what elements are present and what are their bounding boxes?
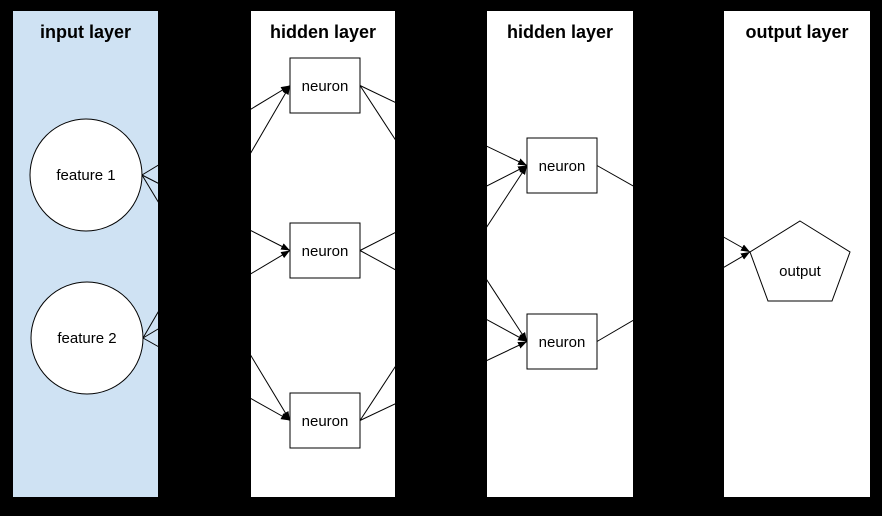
- hidden1-neuron-1: [289, 57, 361, 114]
- hidden1-neuron-1-label: neuron: [302, 78, 349, 95]
- nodes: feature 1 feature 2 neuron neuron neuron…: [29, 57, 851, 449]
- output-layer-title: output layer: [745, 22, 848, 42]
- edges: [141, 85, 751, 421]
- hidden-layer-2-panel: [487, 11, 633, 497]
- edge-feature1-h1n3: [141, 174, 291, 421]
- output-node-pentagon: [749, 220, 851, 302]
- hidden2-neuron-2-label: neuron: [539, 334, 586, 351]
- input-node-feature-2: [30, 281, 144, 395]
- edge-feature2-h1n3: [142, 337, 291, 421]
- edge-h1n2-h2n1: [359, 165, 528, 251]
- edge-h2n1-output: [596, 165, 751, 253]
- edge-h1n1-h2n1: [359, 85, 528, 166]
- edge-h2n2-output: [596, 251, 751, 342]
- hidden1-neuron-2: [289, 222, 361, 279]
- edge-feature1-h1n1: [141, 85, 291, 176]
- input-layer-panel: [13, 11, 158, 497]
- input-node-feature-1-label: feature 1: [56, 167, 115, 184]
- hidden1-neuron-3: [289, 392, 361, 449]
- hidden-layer-2-title: hidden layer: [507, 22, 613, 42]
- edge-h1n2-h2n2: [359, 250, 528, 342]
- input-node-feature-2-label: feature 2: [57, 330, 116, 347]
- hidden2-neuron-1-label: neuron: [539, 158, 586, 175]
- hidden2-neuron-1: [526, 137, 598, 194]
- edge-h1n1-h2n2: [359, 85, 528, 342]
- edge-h1n3-h2n1: [359, 165, 528, 421]
- hidden-layer-1-title: hidden layer: [270, 22, 376, 42]
- edge-h1n3-h2n2: [359, 341, 528, 421]
- output-node-label: output: [779, 263, 822, 280]
- hidden1-neuron-2-label: neuron: [302, 243, 349, 260]
- hidden1-neuron-3-label: neuron: [302, 413, 349, 430]
- edge-feature2-h1n2: [142, 250, 291, 339]
- input-layer-title: input layer: [40, 22, 131, 42]
- input-node-feature-1: [29, 118, 143, 232]
- hidden2-neuron-2: [526, 313, 598, 370]
- layer-titles: input layer hidden layer hidden layer ou…: [40, 22, 849, 42]
- edge-feature2-h1n1: [142, 85, 291, 339]
